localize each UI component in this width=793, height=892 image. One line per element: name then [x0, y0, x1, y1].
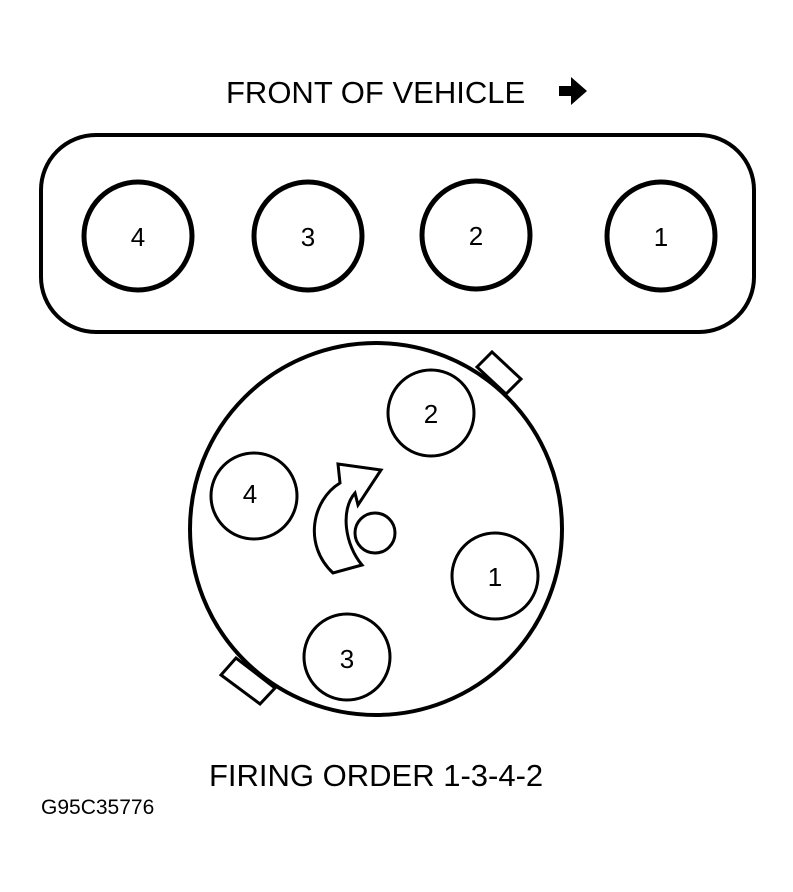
- cylinder-number: 4: [131, 222, 145, 252]
- cylinder-2: 2: [419, 178, 533, 292]
- terminal-number: 3: [340, 644, 354, 674]
- engine-block: [39, 133, 756, 334]
- cap-terminal-2: 2: [386, 368, 476, 458]
- distributor-cap: 2 4 1 3: [188, 341, 564, 717]
- firing-order-label: FIRING ORDER 1-3-4-2: [209, 758, 543, 793]
- terminal-number: 1: [488, 562, 502, 592]
- cylinder-3: 3: [251, 179, 365, 293]
- cap-terminal-4: 4: [209, 451, 299, 541]
- cylinder-number: 3: [301, 222, 315, 252]
- cylinder-number: 2: [469, 221, 483, 251]
- cap-tab-lower: [218, 655, 278, 707]
- cap-terminal-1: 1: [450, 531, 540, 621]
- cylinder-4: 4: [81, 179, 195, 293]
- terminal-number: 4: [243, 479, 257, 509]
- cylinder-number: 1: [654, 222, 668, 252]
- right-arrow-icon: [559, 77, 587, 105]
- cap-terminal-3: 3: [302, 612, 392, 702]
- rotor-shaft: [353, 511, 397, 555]
- front-of-vehicle-label: FRONT OF VEHICLE: [226, 75, 525, 110]
- terminal-number: 2: [424, 399, 438, 429]
- figure-code-label: G95C35776: [41, 796, 154, 819]
- clockwise-rotation-arrow-icon: [312, 462, 384, 575]
- cylinder-1: 1: [604, 179, 718, 293]
